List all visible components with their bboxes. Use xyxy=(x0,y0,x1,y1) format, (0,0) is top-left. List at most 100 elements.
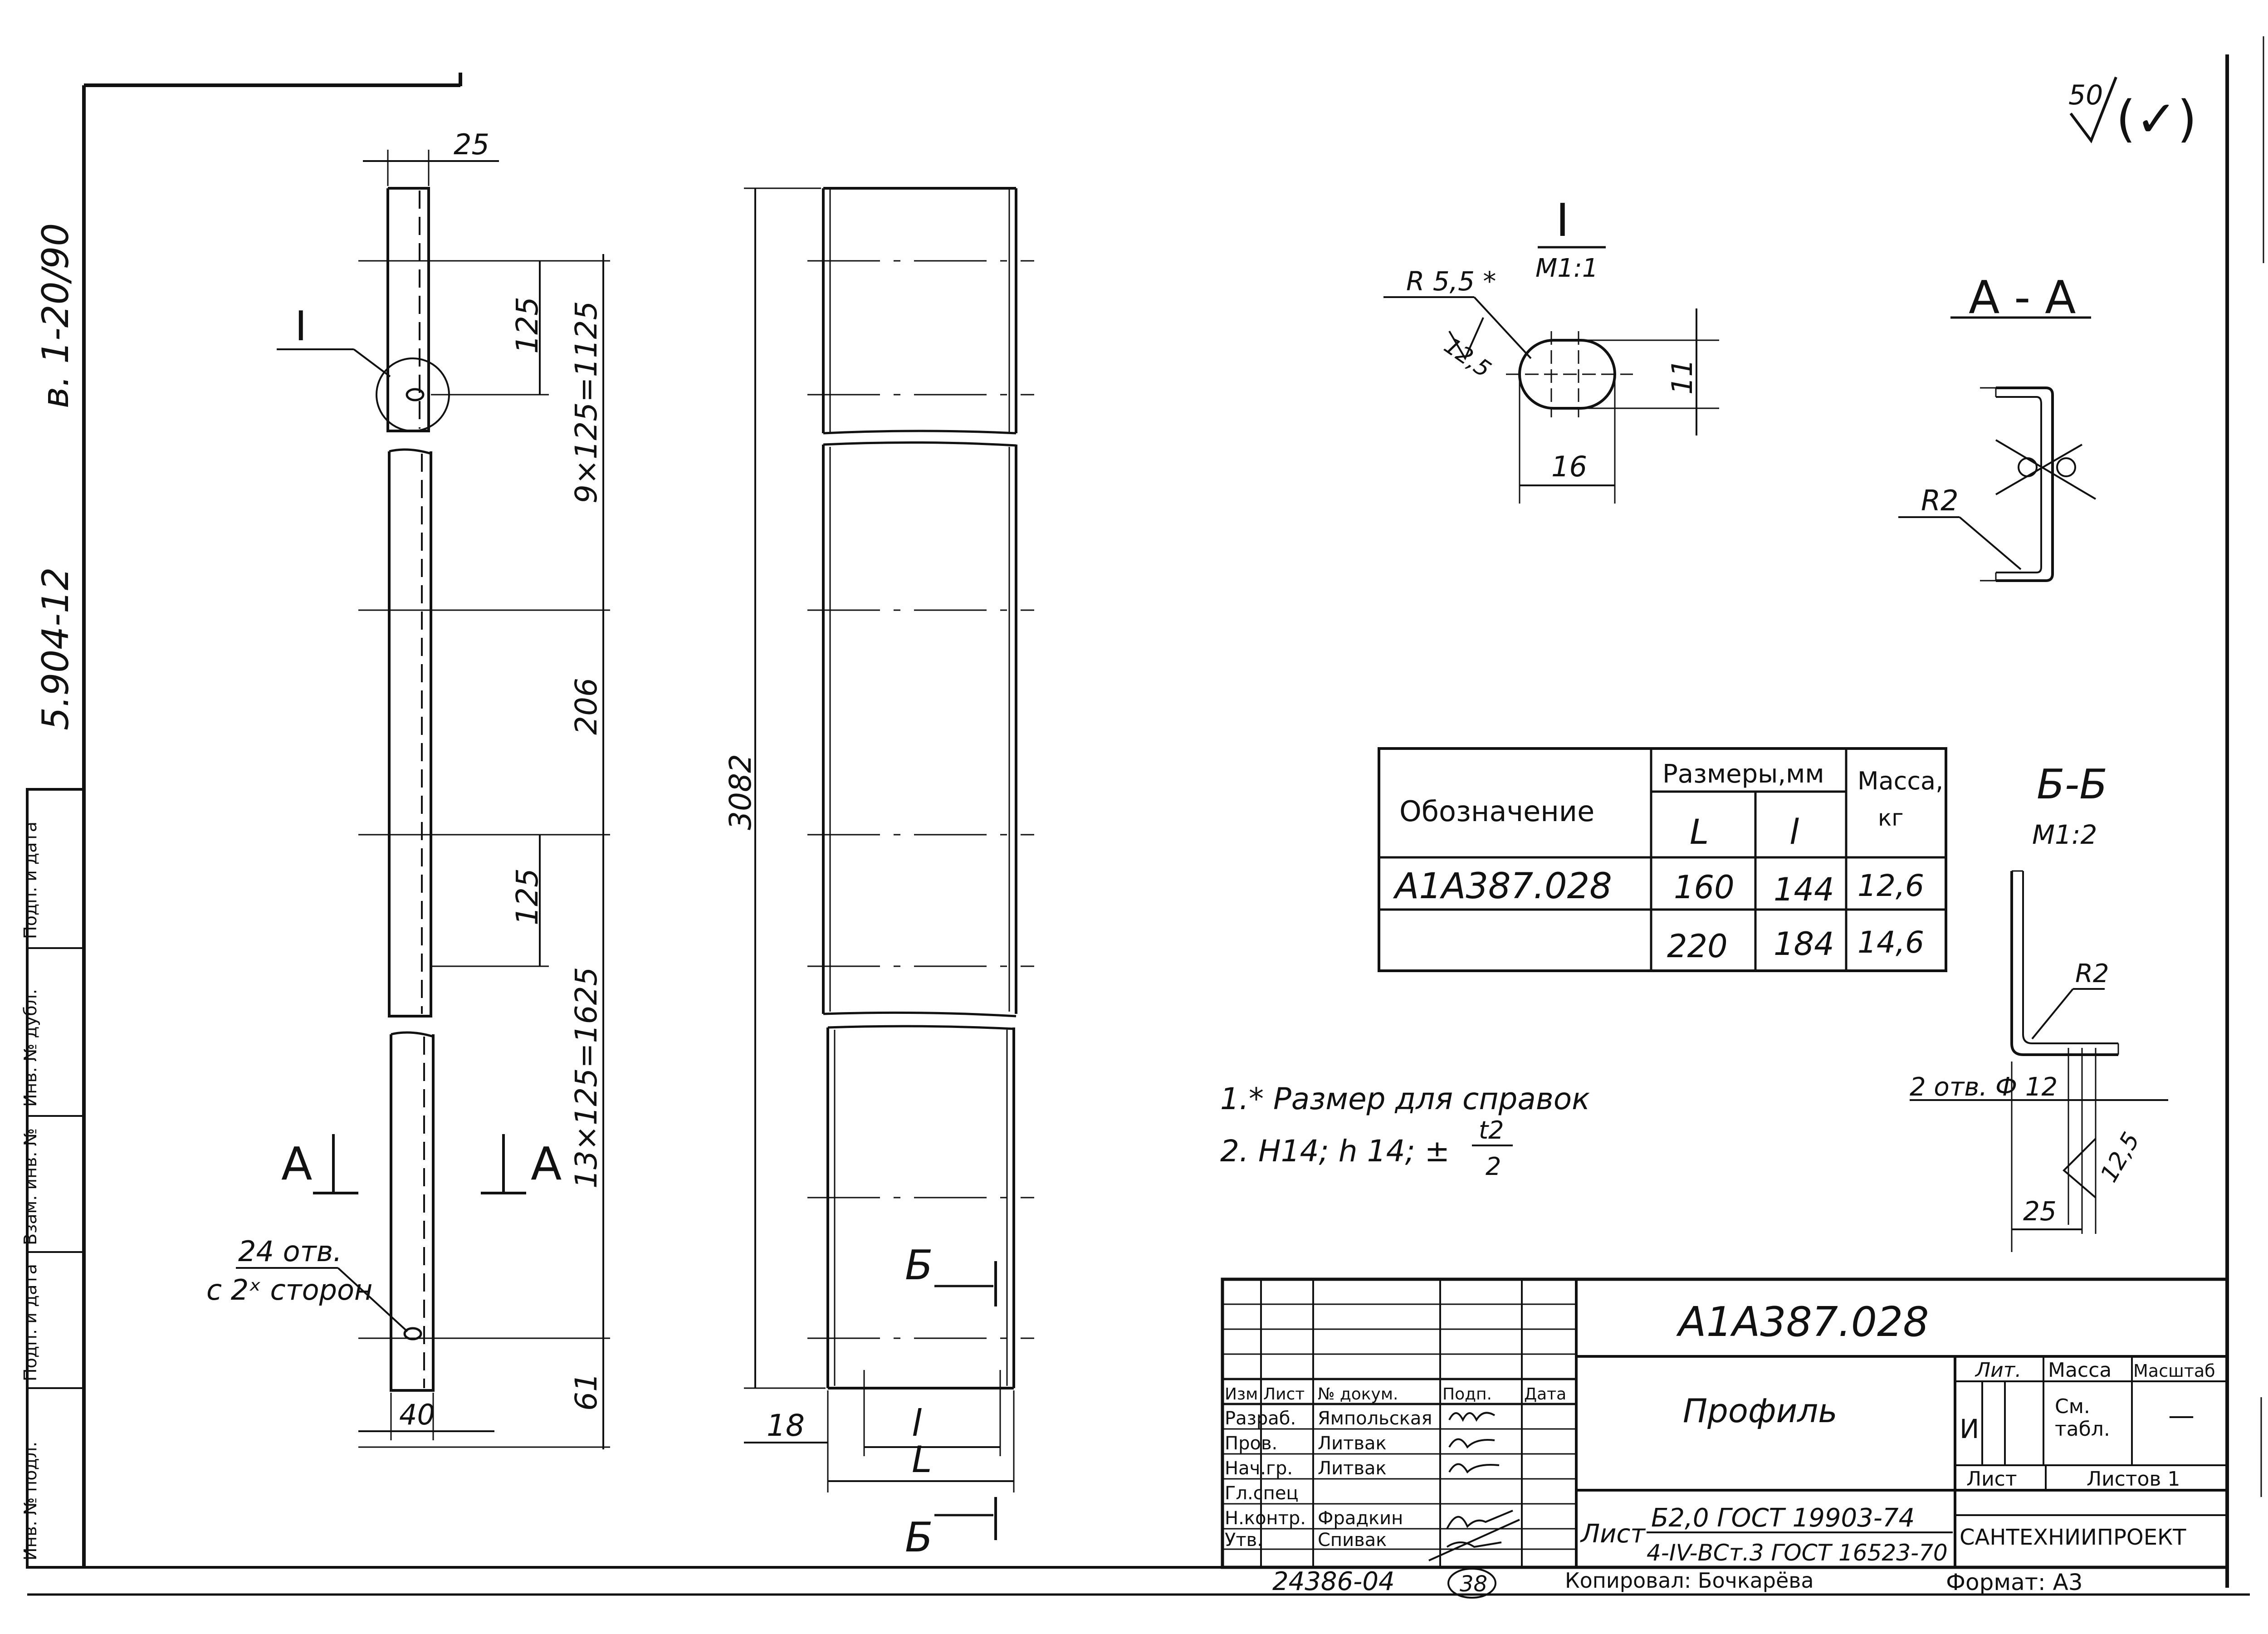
svg-text:40: 40 xyxy=(399,1398,435,1431)
svg-text:№ докум.: № докум. xyxy=(1318,1385,1398,1404)
svg-text:Подп. и дата: Подп. и дата xyxy=(20,822,40,939)
svg-text:Н.контр.: Н.контр. xyxy=(1225,1508,1306,1529)
svg-text:25: 25 xyxy=(454,128,489,161)
svg-text:125: 125 xyxy=(510,868,545,925)
svg-text:Дата: Дата xyxy=(1524,1385,1566,1404)
svg-text:кг: кг xyxy=(1878,805,1903,831)
svg-text:Разраб.: Разраб. xyxy=(1225,1408,1296,1429)
profile-side-view: 125 9×125=1125 206 125 13×125=1625 61 25… xyxy=(206,128,610,1449)
svg-text:—: — xyxy=(2168,1400,2195,1431)
svg-text:13×125=1625: 13×125=1625 xyxy=(569,967,604,1189)
svg-text:184: 184 xyxy=(1774,925,1834,963)
svg-text:Пров.: Пров. xyxy=(1225,1433,1277,1454)
svg-text:t2: t2 xyxy=(1479,1116,1504,1145)
svg-text:2: 2 xyxy=(1486,1152,1501,1181)
svg-text:Утв.: Утв. xyxy=(1225,1530,1263,1551)
svg-text:4-IV-ВСт.3 ГОСТ 16523-70: 4-IV-ВСт.3 ГОСТ 16523-70 xyxy=(1647,1540,1948,1566)
series-label: в. 1-20/90 xyxy=(34,223,77,408)
svg-text:М1:1: М1:1 xyxy=(1535,254,1598,283)
svg-text:125: 125 xyxy=(510,297,545,354)
svg-text:Изм: Изм xyxy=(1225,1385,1258,1404)
svg-text:Инв. № подл.: Инв. № подл. xyxy=(20,1442,40,1561)
svg-text:11: 11 xyxy=(1666,359,1699,395)
svg-text:Формат: А3: Формат: А3 xyxy=(1946,1569,2083,1595)
svg-text:Литвак: Литвак xyxy=(1318,1433,1387,1454)
side-stamp: Подп. и дата Инв. № дубл. Взам. инв. № П… xyxy=(20,788,85,1569)
svg-text:I: I xyxy=(295,303,307,350)
svg-text:Гл.спец: Гл.спец xyxy=(1225,1483,1299,1504)
svg-text:L: L xyxy=(1690,812,1709,852)
svg-text:Обозначение: Обозначение xyxy=(1399,795,1594,828)
svg-text:R2: R2 xyxy=(1921,484,1959,517)
svg-text:Профиль: Профиль xyxy=(1683,1392,1838,1430)
svg-text:Копировал: Бочкарёва: Копировал: Бочкарёва xyxy=(1565,1568,1814,1593)
svg-text:1.* Размер для справок: 1.* Размер для справок xyxy=(1220,1081,1590,1116)
svg-text:М1:2: М1:2 xyxy=(2032,819,2097,850)
svg-text:9×125=1125: 9×125=1125 xyxy=(569,301,604,504)
svg-text:Спивак: Спивак xyxy=(1318,1530,1387,1551)
svg-text:Лист: Лист xyxy=(1263,1385,1305,1404)
svg-text:Лист: Лист xyxy=(1580,1519,1646,1549)
roughness-mark: 50 (✓) xyxy=(2068,76,2197,148)
svg-text:L: L xyxy=(912,1438,932,1481)
svg-text:R 5,5 *: R 5,5 * xyxy=(1406,266,1496,297)
svg-text:18: 18 xyxy=(767,1408,805,1443)
svg-text:38: 38 xyxy=(1460,1571,1487,1597)
svg-text:160: 160 xyxy=(1674,869,1735,906)
svg-text:с 2ˣ сторон: с 2ˣ сторон xyxy=(206,1273,372,1306)
svg-text:24 отв.: 24 отв. xyxy=(238,1235,342,1268)
svg-text:Масса: Масса xyxy=(2048,1359,2112,1382)
svg-text:Подп.: Подп. xyxy=(1442,1385,1492,1404)
svg-text:24386-04: 24386-04 xyxy=(1272,1567,1395,1596)
svg-text:Лист: Лист xyxy=(1966,1468,2017,1491)
detail-I: I М1:1 11 16 R 5,5 * 12,5 xyxy=(1383,194,1719,504)
svg-text:И: И xyxy=(1960,1414,1979,1444)
svg-text:12,5: 12,5 xyxy=(2095,1128,2145,1187)
svg-text:Размеры,мм: Размеры,мм xyxy=(1662,759,1824,789)
section-B-B: Б-Б М1:2 R2 2 отв. Ф 12 12,5 25 xyxy=(1910,761,2168,1252)
svg-text:Листов 1: Листов 1 xyxy=(2087,1468,2180,1491)
svg-text:R2: R2 xyxy=(2075,959,2109,988)
profile-front-view: 3082 18 l L Б Б xyxy=(723,187,1034,1561)
svg-text:Б: Б xyxy=(905,1514,933,1561)
svg-text:Взам. инв. №: Взам. инв. № xyxy=(20,1128,40,1245)
svg-text:Подп. и дата: Подп. и дата xyxy=(20,1264,40,1381)
svg-text:См.: См. xyxy=(2055,1395,2090,1418)
svg-text:206: 206 xyxy=(569,678,604,735)
svg-text:Ямпольская: Ямпольская xyxy=(1318,1408,1432,1429)
svg-text:12,6: 12,6 xyxy=(1857,868,1924,903)
signatures xyxy=(1428,1412,1520,1561)
svg-text:А - А: А - А xyxy=(1969,271,2076,324)
svg-text:Б2,0 ГОСТ 19903-74: Б2,0 ГОСТ 19903-74 xyxy=(1651,1503,1915,1533)
svg-text:А1А387.028: А1А387.028 xyxy=(1393,866,1612,907)
svg-text:А1А387.028: А1А387.028 xyxy=(1676,1298,1929,1346)
svg-text:2 отв. Ф 12: 2 отв. Ф 12 xyxy=(1910,1072,2058,1102)
svg-text:25: 25 xyxy=(2023,1196,2057,1227)
section-A-A: А - А R2 xyxy=(1898,271,2097,582)
svg-text:Масса,: Масса, xyxy=(1857,767,1943,795)
svg-text:Лит.: Лит. xyxy=(1975,1359,2021,1382)
svg-text:I: I xyxy=(1556,194,1569,247)
svg-text:Масштаб: Масштаб xyxy=(2133,1361,2215,1381)
svg-text:2. Н14; h 14; ±: 2. Н14; h 14; ± xyxy=(1220,1134,1450,1169)
svg-text:50: 50 xyxy=(2068,79,2103,111)
svg-text:Инв. № дубл.: Инв. № дубл. xyxy=(20,989,40,1107)
svg-text:САНТЕХНИИПРОЕКТ: САНТЕХНИИПРОЕКТ xyxy=(1960,1525,2186,1550)
svg-text:3082: 3082 xyxy=(723,754,758,830)
svg-text:табл.: табл. xyxy=(2055,1418,2110,1441)
title-block: Изм Лист № докум. Подп. Дата Разраб. Ямп… xyxy=(1221,1277,2229,1599)
drawing-frame xyxy=(27,36,2264,1596)
svg-text:А: А xyxy=(281,1137,312,1190)
svg-text:А: А xyxy=(531,1137,562,1190)
svg-text:12,5: 12,5 xyxy=(1439,332,1496,382)
svg-text:Б-Б: Б-Б xyxy=(2037,761,2107,808)
svg-text:220: 220 xyxy=(1667,928,1728,965)
notes: 1.* Размер для справок 2. Н14; h 14; ± t… xyxy=(1220,1081,1590,1181)
svg-text:(✓): (✓) xyxy=(2116,90,2197,148)
svg-text:16: 16 xyxy=(1551,450,1587,483)
svg-text:l: l xyxy=(1789,812,1799,852)
svg-text:144: 144 xyxy=(1774,871,1834,908)
svg-text:l: l xyxy=(912,1402,922,1444)
svg-text:61: 61 xyxy=(569,1373,604,1411)
